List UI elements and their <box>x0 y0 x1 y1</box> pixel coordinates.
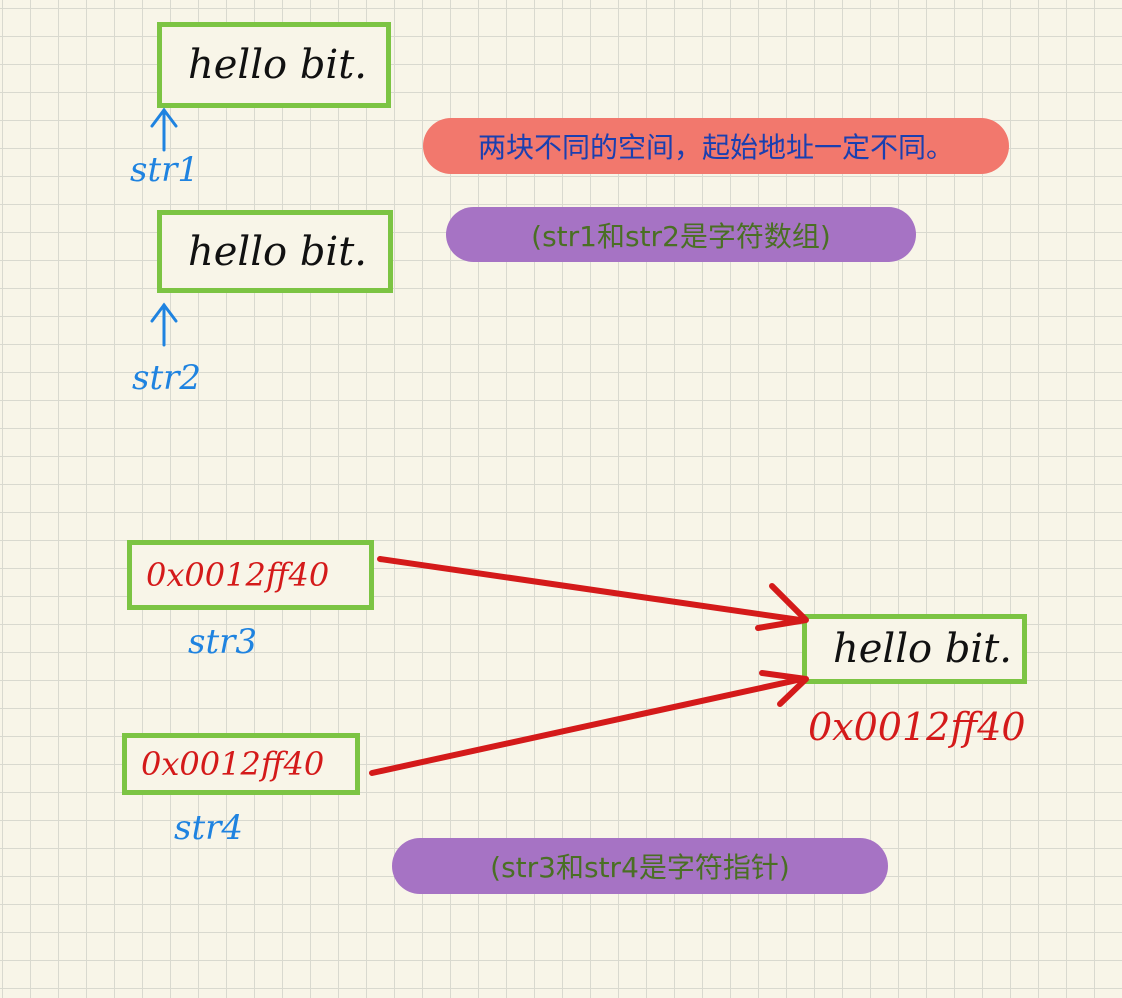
str1-string-box: hello bit. <box>157 22 391 108</box>
str4-pointer-arrow-icon <box>369 670 809 776</box>
note-arrays: (str1和str2是字符数组) <box>446 207 916 262</box>
str2-string-text: hello bit. <box>188 228 368 275</box>
str3-pointer-arrow-icon <box>377 556 809 631</box>
shared-string-text: hello bit. <box>833 626 1013 672</box>
str1-arrow-icon <box>150 107 178 152</box>
str4-pointer-value: 0x0012ff40 <box>141 745 325 783</box>
note-different-space-text: 两块不同的空间，起始地址一定不同。 <box>477 131 954 164</box>
str4-label: str4 <box>174 808 243 848</box>
note-arrays-text: (str1和str2是字符数组) <box>531 219 831 253</box>
shared-address-label: 0x0012ff40 <box>808 705 1026 749</box>
note-pointers: (str3和str4是字符指针) <box>392 838 888 894</box>
str3-pointer-value: 0x0012ff40 <box>146 556 330 594</box>
str1-string-text: hello bit. <box>188 42 368 88</box>
str3-label: str3 <box>188 622 257 662</box>
str2-string-box: hello bit. <box>157 210 393 293</box>
note-different-space: 两块不同的空间，起始地址一定不同。 <box>423 118 1009 174</box>
str1-label: str1 <box>130 150 199 190</box>
shared-string-box: hello bit. <box>802 614 1027 684</box>
str4-pointer-box: 0x0012ff40 <box>122 733 360 795</box>
str3-pointer-box: 0x0012ff40 <box>127 540 374 610</box>
str2-label: str2 <box>132 358 201 398</box>
note-pointers-text: (str3和str4是字符指针) <box>490 851 790 884</box>
str2-arrow-icon <box>150 302 178 347</box>
